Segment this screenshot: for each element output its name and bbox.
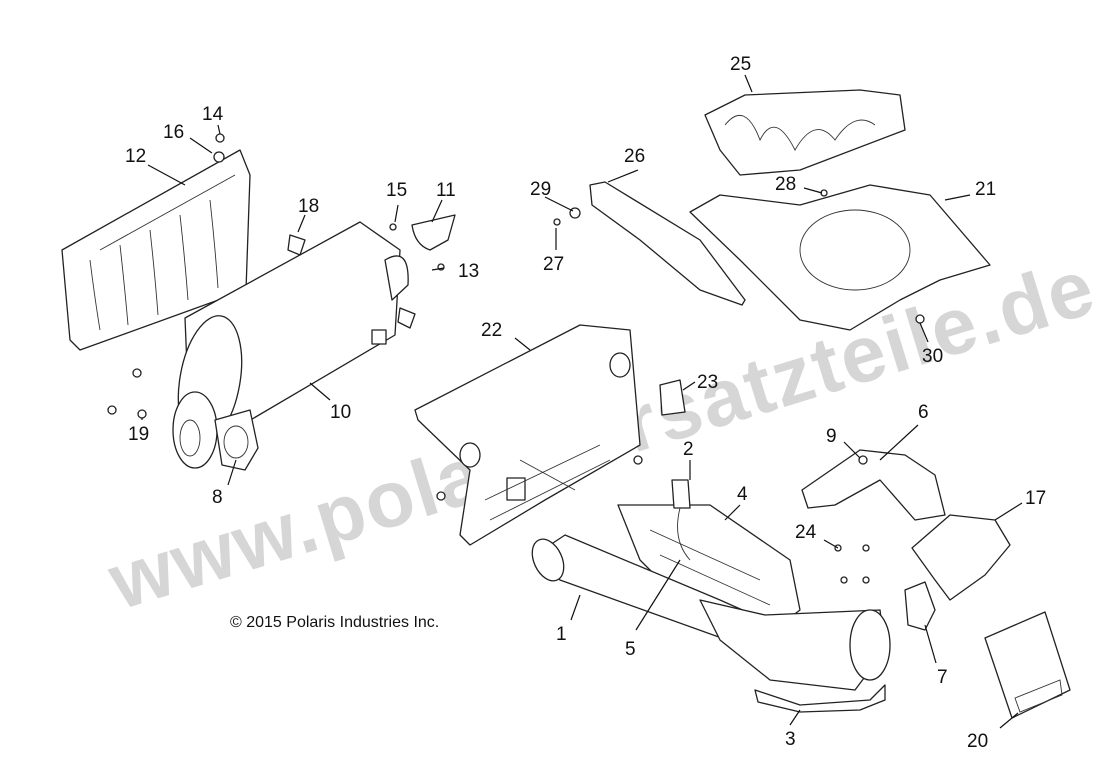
gasket-8 [214, 409, 259, 471]
bracket-3 [754, 684, 886, 713]
plate-20 [984, 611, 1071, 719]
callout-19: 19 [128, 424, 149, 445]
callout-23: 23 [697, 372, 718, 393]
callout-18: 18 [298, 196, 319, 217]
shield-17 [911, 514, 1011, 601]
callout-28: 28 [775, 174, 796, 195]
callout-labels: 1 2 3 4 5 6 7 8 9 10 11 12 13 14 15 16 1… [125, 54, 1046, 752]
copyright-notice: © 2015 Polaris Industries Inc. [230, 614, 439, 631]
shield-26 [589, 181, 746, 306]
callout-4: 4 [737, 484, 748, 505]
bracket-23 [659, 379, 686, 416]
callout-21: 21 [975, 179, 996, 200]
callout-5: 5 [625, 639, 636, 660]
callout-14: 14 [202, 104, 224, 125]
callout-2: 2 [683, 439, 694, 460]
heat-shield-25 [704, 89, 906, 176]
skid-plate-21 [689, 184, 991, 331]
callout-29: 29 [530, 179, 551, 200]
callout-15: 15 [386, 180, 407, 201]
callout-1: 1 [556, 624, 567, 645]
callout-10: 10 [330, 402, 351, 423]
callout-16: 16 [163, 122, 184, 143]
callout-22: 22 [481, 320, 502, 341]
callout-30: 30 [922, 346, 943, 367]
leader-lines [141, 74, 1023, 729]
callout-24: 24 [795, 522, 817, 543]
callout-8: 8 [212, 487, 223, 508]
callout-9: 9 [826, 426, 837, 447]
heat-shield-22 [414, 324, 641, 546]
callout-26: 26 [624, 146, 645, 167]
callout-12: 12 [125, 146, 146, 167]
muffler-10 [172, 221, 409, 469]
callout-6: 6 [918, 402, 929, 423]
callout-27: 27 [543, 254, 564, 275]
gasket-7 [904, 581, 936, 631]
callout-7: 7 [937, 667, 948, 688]
callout-17: 17 [1025, 488, 1046, 509]
end-cap-11 [411, 214, 456, 251]
callout-11: 11 [436, 180, 456, 201]
callout-3: 3 [785, 729, 796, 750]
head-pipe-1 [531, 534, 891, 691]
shield-6 [801, 449, 946, 521]
callout-13: 13 [458, 261, 479, 282]
callout-20: 20 [967, 731, 988, 752]
callout-25: 25 [730, 54, 751, 75]
